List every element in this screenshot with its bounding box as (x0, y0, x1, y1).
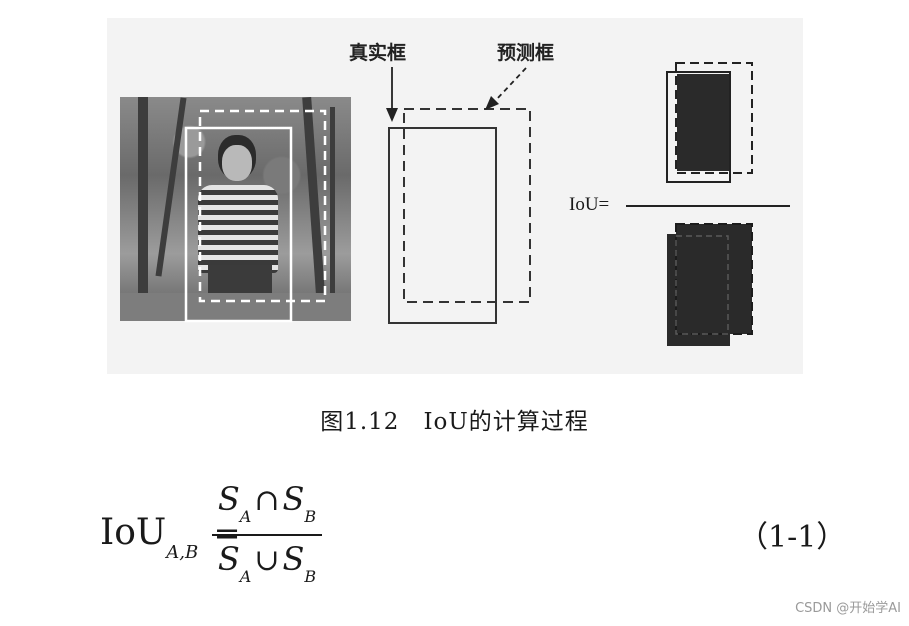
formula-equals: = (213, 514, 241, 552)
equation-number: （1-1） (738, 520, 847, 555)
formula-lhs: IoUA,B = (100, 512, 240, 563)
prediction-arrow (495, 67, 527, 101)
formula-iou-subscript: A,B (166, 542, 199, 563)
formula-iou-text: IoU (100, 512, 167, 553)
formula-numerator: SA∩SB (217, 480, 317, 526)
photo-ground-truth-box (184, 126, 293, 323)
formula-denominator: SA∪SB (217, 540, 317, 586)
ground-truth-box (388, 127, 497, 324)
intersection-symbol: ∩ (254, 483, 280, 518)
iou-label: IoU= (569, 194, 610, 215)
prediction-box (403, 108, 531, 303)
union-symbol: ∪ (254, 543, 280, 578)
figure-caption: 图1.12 IoU的计算过程 (320, 409, 589, 435)
person-photo (120, 97, 351, 321)
union-area-gt (667, 234, 730, 346)
intersection-area (677, 74, 729, 171)
watermark: CSDN @开始学AI (795, 601, 901, 616)
photo-prediction-box (198, 109, 327, 303)
formula-fraction-bar (212, 534, 322, 536)
ground-truth-label: 真实框 (349, 42, 407, 64)
prediction-label: 预测框 (497, 42, 555, 64)
